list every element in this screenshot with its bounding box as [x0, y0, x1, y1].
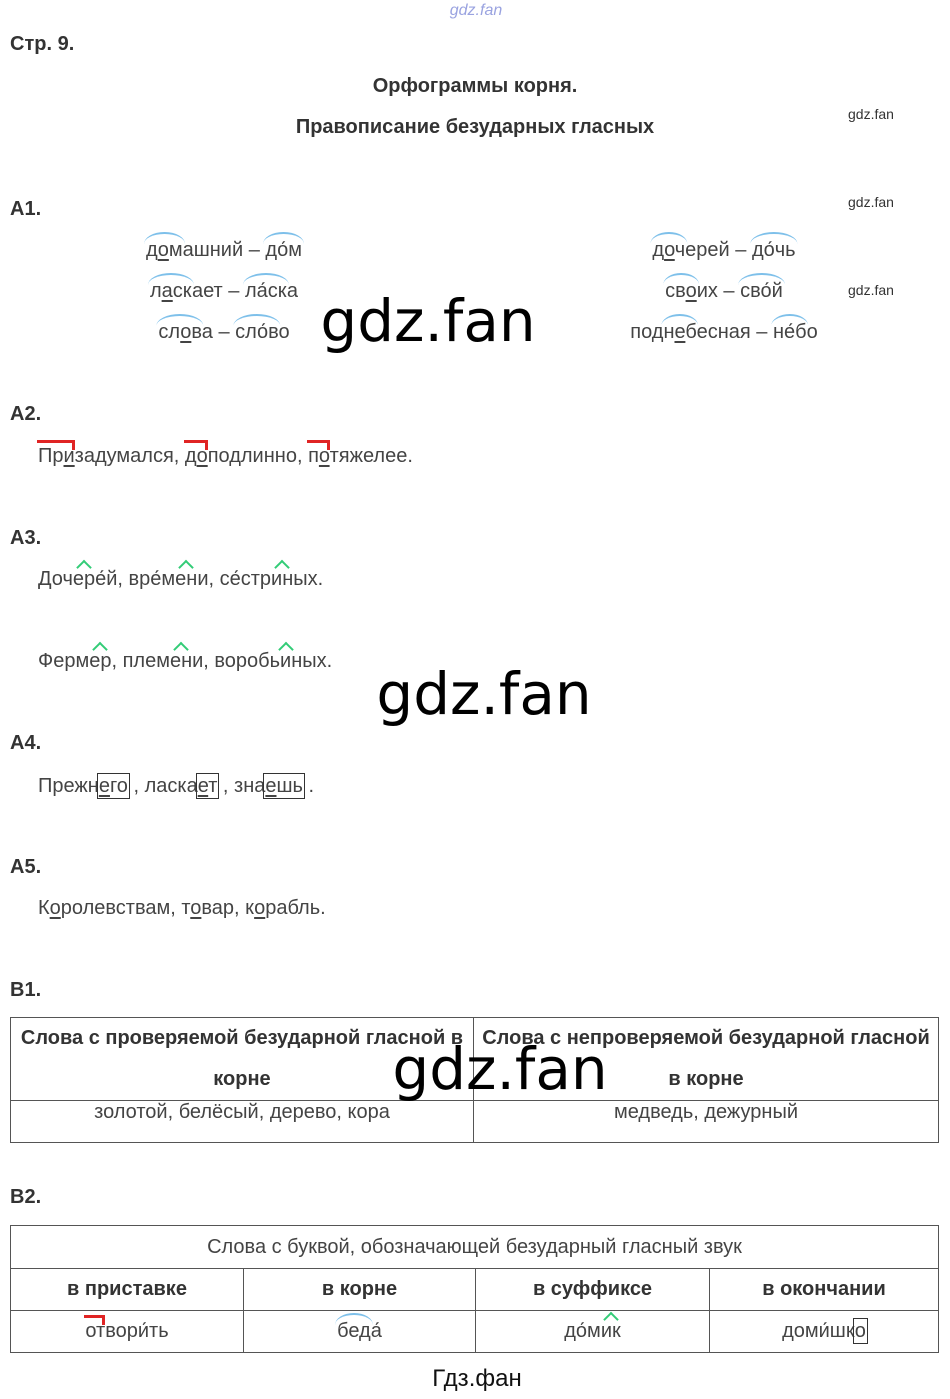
b2-cell: до́мик [475, 1310, 710, 1353]
task-a5-label: А5. [10, 856, 42, 878]
title: Орфограммы корня. [372, 75, 578, 97]
page-label: Стр. 9. [10, 33, 75, 55]
b2-cell: отвори́ть [10, 1310, 244, 1353]
task-a1-label: А1. [10, 198, 42, 220]
task-a3-label: А3. [10, 527, 42, 549]
subtitle: Правописание безударных гласных [295, 116, 655, 138]
b2-table: Слова с буквой, обозначающей безударный … [10, 1225, 939, 1353]
watermark-big: gdz.fan [320, 287, 536, 355]
b2-cell: доми́шко [709, 1310, 939, 1353]
b2-header: в корне [243, 1268, 476, 1311]
a1-pair: ласкает – ла́ска [149, 280, 299, 302]
watermark-small: gdz.fan [848, 194, 894, 210]
b2-cell: беда́ [243, 1310, 476, 1353]
a1-pair: дочерей – до́чь [652, 239, 796, 261]
b1-table: Слова с проверяемой безударной гласной в… [10, 1017, 939, 1143]
a1-pair: своих – сво́й [665, 280, 783, 302]
a1-pair: слова – сло́во [158, 321, 290, 343]
a1-pair: поднебесная – не́бо [630, 321, 818, 343]
footer-watermark: Гдз.фан [432, 1365, 522, 1392]
a3-line: Дочере́й, вре́мени, се́стриных. [38, 568, 324, 590]
task-a2-label: А2. [10, 403, 42, 425]
b1-cell: медведь, дежурный [473, 1100, 939, 1143]
a5-answer: Королевствам, товар, корабль. [38, 897, 326, 919]
a2-answer: Призадумался, доподлинно, потяжелее. [38, 445, 413, 467]
b2-header: в окончании [709, 1268, 939, 1311]
watermark-big: gdz.fan [392, 1035, 608, 1103]
watermark-big: gdz.fan [376, 660, 592, 728]
task-b2-label: В2. [10, 1186, 42, 1208]
task-b1-label: В1. [10, 979, 42, 1001]
b1-header: Слова с непроверяемой безударной гласной… [473, 1017, 939, 1101]
a1-pair: домашний – до́м [146, 239, 302, 261]
a3-line: Фермер, племени, воробьиных. [38, 650, 333, 672]
b1-cell: золотой, белёсый, дерево, кора [10, 1100, 474, 1143]
a4-answer: Прежнего , ласкает , знаешь . [38, 773, 315, 799]
watermark-top: gdz.fan [449, 2, 503, 19]
b2-header: в суффиксе [475, 1268, 710, 1311]
watermark-small: gdz.fan [848, 282, 894, 298]
watermark-small: gdz.fan [848, 106, 894, 122]
b2-header: в приставке [10, 1268, 244, 1311]
b1-header: Слова с проверяемой безударной гласной в… [10, 1017, 474, 1101]
b2-caption: Слова с буквой, обозначающей безударный … [10, 1225, 939, 1269]
task-a4-label: А4. [10, 732, 42, 754]
